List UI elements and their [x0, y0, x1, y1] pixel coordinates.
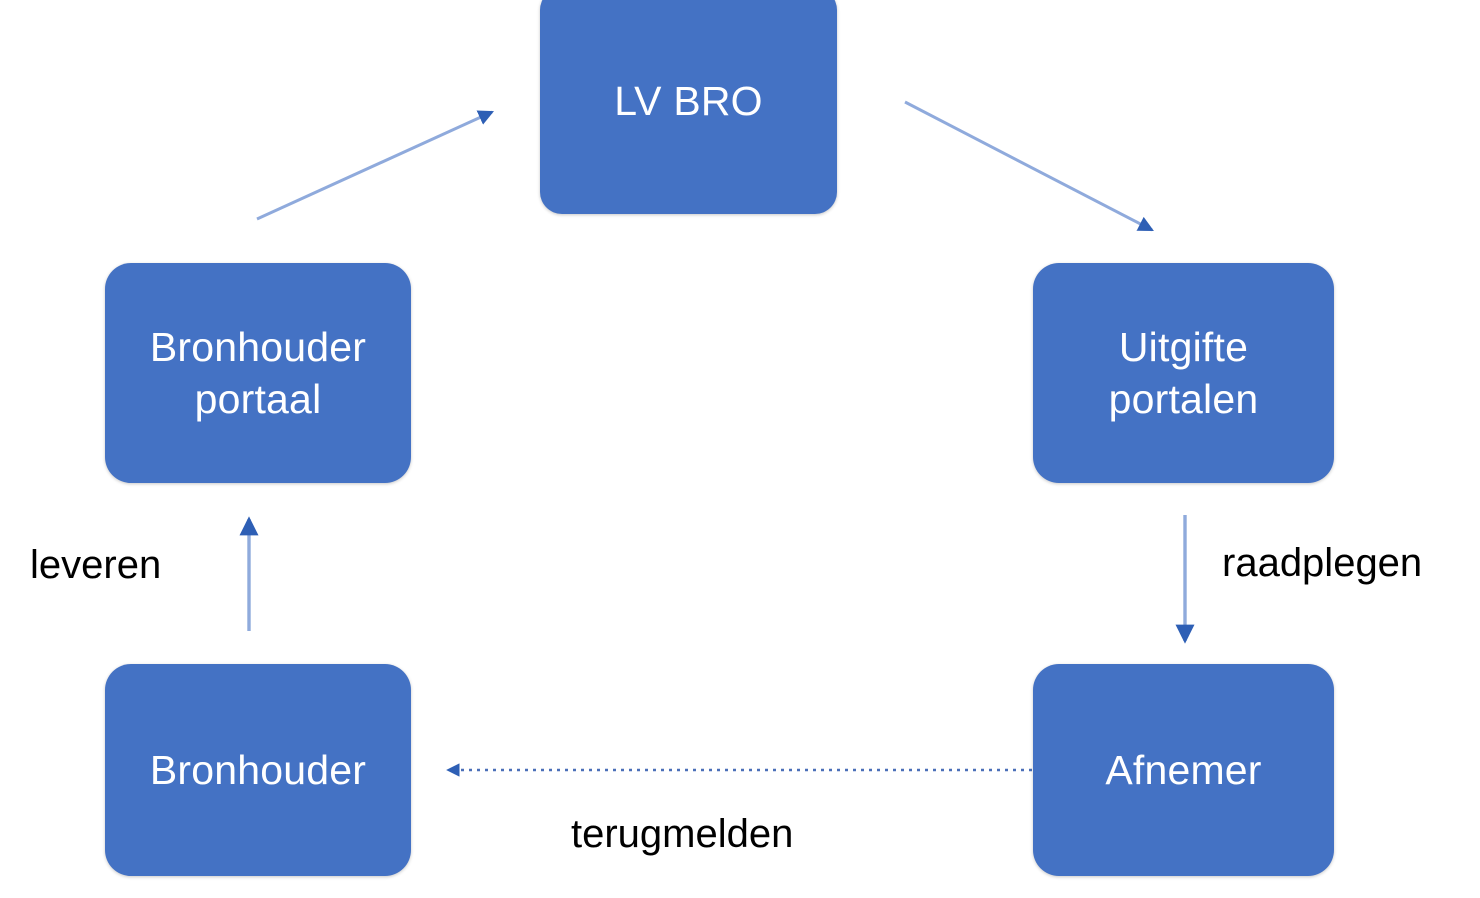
- edge-lv-bro-to-uitgifte-portalen: [904, 100, 1154, 232]
- node-bronhouder-portaal-label: Bronhouder portaal: [149, 323, 367, 422]
- edge-label-raadplegen: raadplegen: [1222, 541, 1423, 585]
- node-bronhouder-label: Bronhouder: [149, 746, 367, 793]
- edge-bronhouder-portaal-to-lv-bro: [256, 110, 494, 221]
- node-bronhouder-portaal[interactable]: Bronhouder portaal: [105, 263, 411, 483]
- edge-label-leveren: leveren: [30, 543, 162, 587]
- node-lv-bro-label: LV BRO: [614, 77, 763, 124]
- node-afnemer[interactable]: Afnemer: [1033, 664, 1334, 876]
- node-lv-bro[interactable]: LV BRO: [540, 0, 837, 214]
- node-uitgifte-portalen[interactable]: Uitgifte portalen: [1033, 263, 1334, 483]
- node-afnemer-label: Afnemer: [1105, 746, 1262, 793]
- node-bronhouder[interactable]: Bronhouder: [105, 664, 411, 876]
- edge-label-terugmelden: terugmelden: [571, 812, 794, 856]
- node-uitgifte-portalen-label: Uitgifte portalen: [1108, 323, 1259, 422]
